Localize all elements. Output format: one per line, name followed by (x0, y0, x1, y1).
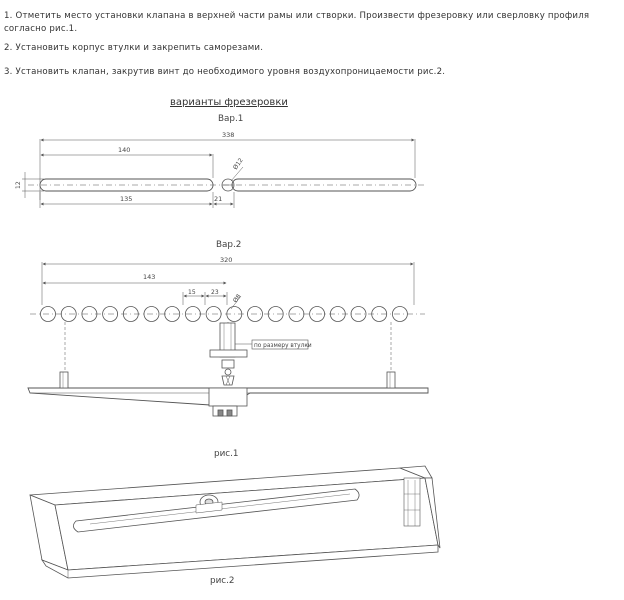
dim-v2-half: 143 (143, 273, 155, 281)
dim-v2-diameter: Ø8 (232, 293, 243, 304)
drill-hole (329, 306, 346, 322)
instruction-step-2: 2. Установить корпус втулки и закрепить … (4, 42, 618, 55)
dim-v2-pitch1: 15 (188, 289, 196, 296)
instruction-step-3: 3. Установить клапан, закрутив винт до н… (4, 66, 618, 79)
dim-v1-slot: 135 (120, 195, 132, 203)
variant2-label: Вар.2 (216, 240, 242, 250)
step-text: Установить клапан, закрутив винт до необ… (15, 67, 446, 77)
instruction-step-1: 1. Отметить место установки клапана в ве… (4, 10, 618, 36)
drill-hole (205, 306, 222, 322)
drill-hole (143, 306, 160, 322)
step-number: 3. (4, 67, 13, 77)
drill-hole (247, 306, 263, 322)
figure2-profile-drawing (29, 465, 441, 579)
variant1-drawing (22, 138, 425, 208)
drill-hole (164, 306, 181, 322)
figure1-valve-drawing (27, 322, 429, 417)
drill-hole (267, 306, 284, 322)
drill-hole (391, 306, 408, 322)
step-text: Установить корпус втулки и закрепить сам… (15, 43, 264, 53)
callout-sleeve-size: по размеру втулки (254, 343, 312, 349)
figure1-caption: рис.1 (214, 449, 239, 459)
figure2-caption: рис.2 (210, 576, 235, 586)
dim-v2-pitch2: 23 (211, 289, 219, 296)
step-text: Отметить место установки клапана в верхн… (4, 11, 590, 34)
drill-hole (309, 306, 326, 322)
step-number: 2. (4, 43, 13, 53)
drill-hole (184, 306, 201, 322)
dim-v1-total: 338 (222, 131, 234, 139)
dim-v1-height: 12 (15, 181, 22, 189)
drill-hole (371, 306, 388, 322)
drill-hole (102, 306, 118, 322)
drill-hole (122, 306, 139, 322)
drill-hole (40, 306, 56, 322)
drill-hole (288, 306, 305, 322)
step-number: 1. (4, 11, 13, 21)
drill-hole (81, 306, 98, 322)
dim-v1-gap: 21 (214, 195, 222, 203)
variants-title: варианты фрезеровки (170, 97, 288, 108)
drill-hole (60, 306, 77, 322)
dim-v1-half: 140 (118, 146, 130, 154)
drill-hole (226, 306, 243, 322)
dim-v2-total: 320 (220, 256, 232, 264)
drill-hole (350, 306, 367, 322)
dim-v1-diameter: Ø12 (232, 157, 245, 171)
variant1-label: Вар.1 (218, 114, 244, 124)
variant2-drawing (30, 262, 425, 372)
